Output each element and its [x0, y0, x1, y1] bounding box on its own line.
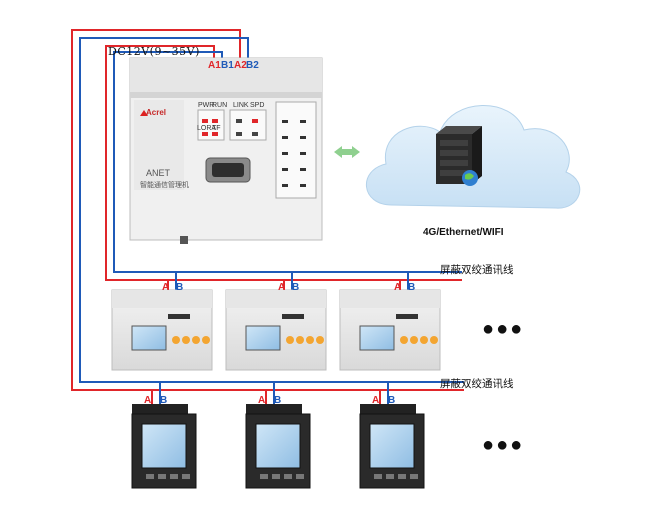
more-panel-meters: ●●● — [482, 434, 525, 456]
din-meter-3 — [339, 289, 441, 371]
wire-b1-inner — [113, 51, 462, 273]
panel-meter-2 — [245, 404, 311, 489]
gateway-device — [129, 57, 323, 244]
led-label-lora: LORA — [197, 125, 217, 132]
gateway-subtitle: 智能通信管理机 — [140, 182, 189, 189]
server-icon — [436, 126, 482, 186]
din-meters — [111, 289, 441, 371]
led-label-pwr: PWR — [198, 102, 215, 109]
din-meter-1 — [111, 289, 213, 371]
din1-terminal-a: A — [162, 282, 170, 293]
led-label-link: LINK — [233, 102, 249, 109]
panel3-terminal-b: B — [388, 395, 396, 406]
panel1-terminal-a: A — [144, 395, 152, 406]
panel1-terminal-b: B — [160, 395, 168, 406]
terminal-b1: B1 — [221, 60, 234, 71]
wire-a2-outer — [71, 29, 464, 391]
panel-meter-1 — [131, 404, 197, 489]
din-meter-2 — [225, 289, 327, 371]
more-din-meters: ●●● — [482, 318, 525, 340]
panel3-terminal-a: A — [372, 395, 380, 406]
wire-a1-inner — [105, 45, 462, 281]
link-arrow — [334, 146, 360, 158]
terminal-a1: A1 — [208, 60, 221, 71]
led-label-run: RUN — [212, 102, 228, 109]
bus-label-bottom: 屏蔽双绞通讯线 — [440, 378, 514, 390]
din2-terminal-a: A — [278, 282, 286, 293]
gateway-model: ANET — [146, 168, 171, 178]
din1-terminal-b: B — [176, 282, 184, 293]
power-label: DC12V(9~35V) — [108, 45, 200, 58]
wire-b2-outer — [79, 37, 464, 383]
panel-meter-3 — [359, 404, 425, 489]
led-label-tf: TF — [212, 125, 221, 132]
din2-terminal-b: B — [292, 282, 300, 293]
bus-label-top: 屏蔽双绞通讯线 — [440, 264, 514, 276]
panel2-terminal-b: B — [274, 395, 282, 406]
din3-terminal-b: B — [408, 282, 416, 293]
cloud-label: 4G/Ethernet/WIFI — [423, 227, 504, 238]
panel-meters — [131, 404, 425, 489]
panel2-terminal-a: A — [258, 395, 266, 406]
brand-logo: Acrel — [146, 108, 167, 117]
cloud — [366, 105, 581, 209]
terminal-b2: B2 — [246, 60, 259, 71]
din3-terminal-a: A — [394, 282, 402, 293]
terminal-a2: A2 — [234, 60, 247, 71]
led-label-spd: SPD — [250, 102, 265, 109]
